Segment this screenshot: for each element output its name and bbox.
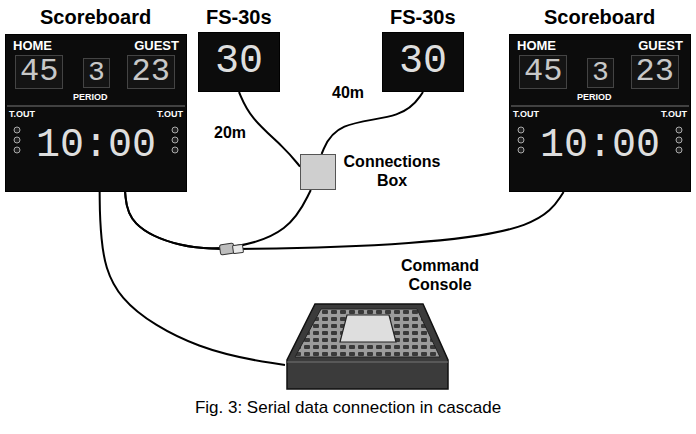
cable bbox=[100, 192, 285, 365]
cable-length: 20m bbox=[212, 124, 248, 142]
timeout-label: T.OUT bbox=[513, 110, 539, 120]
timeout-lamp bbox=[518, 147, 524, 153]
cable-length: 40m bbox=[330, 84, 366, 102]
cable bbox=[125, 190, 311, 248]
score-digits: 23 bbox=[127, 55, 175, 89]
console-screen bbox=[340, 315, 396, 342]
box-label: Connections Box bbox=[342, 152, 442, 190]
scoreboard: ScoreboardHOME GUEST 45 3 23PERIOD T.OUT T.OUT… bbox=[5, 6, 187, 192]
timeout-lamp bbox=[676, 137, 682, 143]
shot-digits: 30 bbox=[215, 42, 263, 82]
shot-clock: FS-30s 30 bbox=[382, 6, 464, 92]
team-label: HOME bbox=[13, 39, 52, 53]
timeout-lamp bbox=[14, 137, 20, 143]
command-console: Command Console bbox=[270, 256, 500, 396]
timeout-lamp bbox=[172, 147, 178, 153]
device-name: FS-30s bbox=[390, 6, 456, 28]
timeout-lamp bbox=[14, 127, 20, 133]
console-edge bbox=[287, 362, 448, 363]
scoreboard: ScoreboardHOME GUEST 45 3 23PERIOD T.OUT T.OUT… bbox=[509, 6, 691, 192]
cable-connector bbox=[219, 243, 243, 255]
panel-divider bbox=[7, 106, 185, 107]
console-body bbox=[287, 304, 448, 389]
timeout-label: T.OUT bbox=[9, 110, 35, 120]
device-name: Scoreboard bbox=[544, 6, 655, 28]
figure-caption: Fig. 3: Serial data connection in cascad… bbox=[0, 398, 696, 418]
period-label: PERIOD bbox=[73, 93, 108, 103]
junction-box bbox=[300, 154, 336, 190]
clock-digits: 10:00 bbox=[540, 126, 660, 166]
cable bbox=[125, 192, 563, 249]
score-digits: 45 bbox=[15, 55, 63, 89]
clock-digits: 10:00 bbox=[36, 126, 156, 166]
score-digits: 23 bbox=[631, 55, 679, 89]
panel-divider bbox=[511, 106, 689, 107]
connector-socket bbox=[232, 244, 243, 253]
key-panel bbox=[295, 309, 440, 357]
timeout-lamp bbox=[676, 147, 682, 153]
timeout-label: T.OUT bbox=[157, 110, 183, 120]
device-name: Scoreboard bbox=[40, 6, 151, 28]
shot-clock: FS-30s 30 bbox=[198, 6, 280, 92]
period-digit: 3 bbox=[587, 58, 614, 88]
cable bbox=[239, 92, 300, 167]
timeout-lamp bbox=[172, 127, 178, 133]
timeout-lamp bbox=[172, 137, 178, 143]
device-name: FS-30s bbox=[206, 6, 272, 28]
timeout-lamp bbox=[676, 127, 682, 133]
period-label: PERIOD bbox=[577, 93, 612, 103]
team-label: HOME bbox=[517, 39, 556, 53]
shot-digits: 30 bbox=[399, 42, 447, 82]
team-label: GUEST bbox=[638, 39, 683, 53]
console-illustration bbox=[285, 302, 450, 392]
console-label: Command Console bbox=[388, 256, 492, 294]
timeout-lamp bbox=[518, 127, 524, 133]
timeout-lamp bbox=[14, 147, 20, 153]
period-digit: 3 bbox=[83, 58, 110, 88]
timeout-lamp bbox=[518, 137, 524, 143]
score-digits: 45 bbox=[519, 55, 567, 89]
team-label: GUEST bbox=[134, 39, 179, 53]
connections-box: Connections Box bbox=[300, 150, 442, 194]
timeout-label: T.OUT bbox=[661, 110, 687, 120]
connector-plug bbox=[219, 243, 234, 255]
